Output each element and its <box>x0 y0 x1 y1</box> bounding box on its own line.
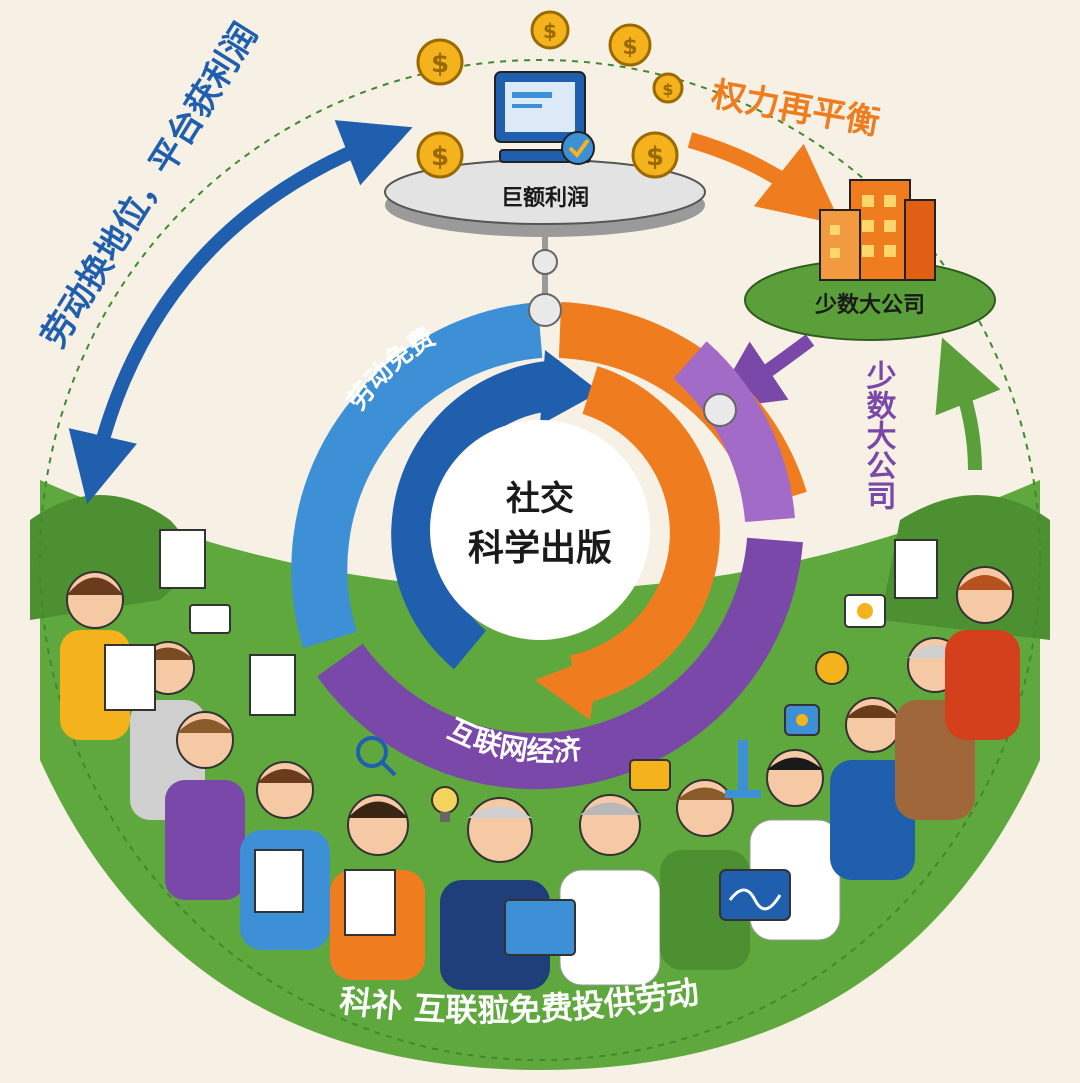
note-icon <box>189 604 231 634</box>
connector-node-top <box>528 293 562 327</box>
ring-segment-free-labor <box>291 302 543 649</box>
top-platform: 巨额利润 <box>384 71 706 237</box>
labor-shift-label: 劳动换地位，平台获利润 <box>34 16 266 354</box>
center-line2: 科学出版 <box>468 527 612 569</box>
connector-node-right <box>703 393 737 427</box>
company-to-ring-arrow <box>710 334 815 410</box>
svg-text:$: $ <box>646 142 664 172</box>
center-disc <box>430 420 650 640</box>
coin-icon: $ <box>416 131 464 179</box>
outer-circle <box>39 59 1041 1061</box>
power-rebalance-arrow <box>687 132 842 225</box>
svg-text:$: $ <box>431 142 449 172</box>
coin-icon: $ <box>631 131 679 179</box>
outer-ring <box>291 302 807 790</box>
center-line1: 社交 <box>506 479 574 519</box>
right-platform: 少数大公司 <box>744 179 996 341</box>
labor-shift-arrow <box>68 120 413 505</box>
svg-text:$: $ <box>543 19 557 43</box>
inner-orange-arc <box>569 366 720 705</box>
power-rebalance-label: 权力再平衡 <box>707 74 882 143</box>
top-platform-label: 巨额利润 <box>501 185 589 211</box>
ring-segment-purple-small <box>673 341 795 523</box>
person-figure <box>165 711 245 900</box>
document-icon <box>104 644 156 711</box>
magnifier-icon <box>356 736 397 777</box>
inner-blue-arrowhead <box>540 350 600 425</box>
svg-text:$: $ <box>622 35 637 60</box>
inner-blue-arc <box>391 360 562 670</box>
platform-connector <box>528 225 737 427</box>
svg-text:$: $ <box>431 49 449 79</box>
document-icon <box>159 529 206 589</box>
inner-ring <box>391 350 720 720</box>
person-figure <box>559 794 661 986</box>
ring-segment-internet <box>317 537 803 790</box>
person-figure <box>830 697 915 880</box>
chat-bubble-icon <box>629 759 671 791</box>
person-figure <box>945 566 1020 740</box>
check-badge-icon <box>561 131 595 165</box>
inner-orange-arrowhead <box>535 655 600 720</box>
few-companies-vertical-label: 少数大公司 <box>861 360 897 510</box>
coin-icon: $ <box>608 23 652 67</box>
document-icon <box>344 869 396 936</box>
document-icon <box>254 849 304 913</box>
document-icon <box>249 654 296 716</box>
document-icon <box>894 539 938 599</box>
folder-icon <box>504 899 576 956</box>
tablet-icon <box>719 869 791 921</box>
bug-icon <box>815 651 849 685</box>
lightbulb-icon <box>431 786 459 822</box>
right-platform-label: 少数大公司 <box>814 292 925 318</box>
green-up-arrow <box>935 337 1001 471</box>
robot-icon <box>784 704 820 736</box>
coins: $ $ $ $ $ $ <box>416 10 684 179</box>
image-card-icon <box>844 594 886 628</box>
coin-icon: $ <box>416 38 464 86</box>
svg-text:$: $ <box>662 80 673 99</box>
coin-icon: $ <box>530 10 570 50</box>
people-crowd <box>60 529 1020 990</box>
coin-icon: $ <box>652 72 684 104</box>
microscope-icon <box>725 740 761 798</box>
